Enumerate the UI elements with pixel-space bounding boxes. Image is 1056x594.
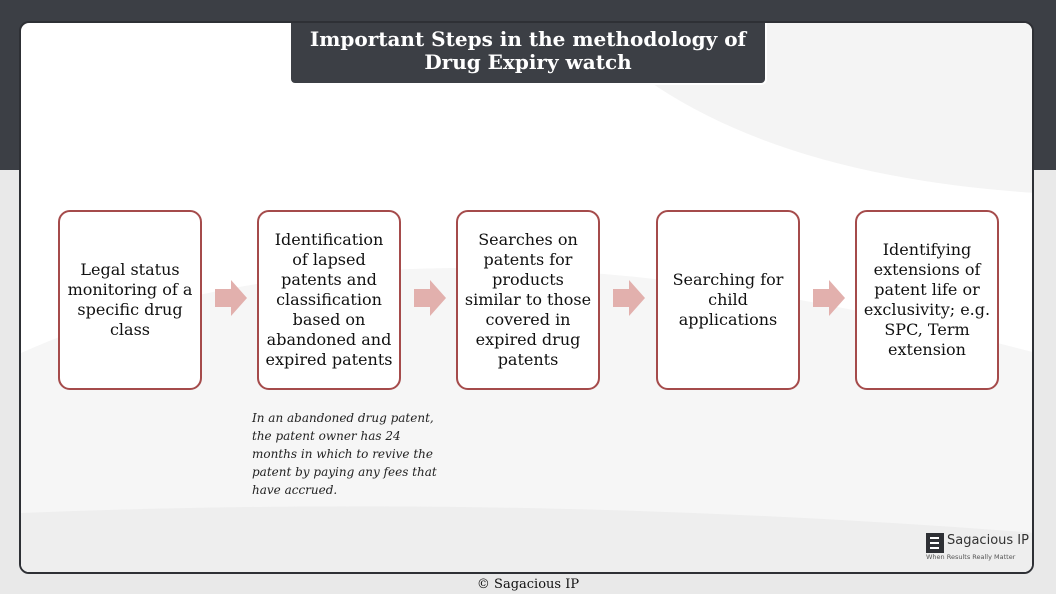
step-1-text: Legal status monitoring of a specific dr… [67,260,193,339]
logo-tagline: When Results Really Matter [926,553,1016,561]
step-4-text: Searching for child applications [672,270,784,329]
step-5-text: Identifying extensions of patent life or… [863,240,991,359]
logo-name: Sagacious IP [947,533,1029,548]
title-line-2: Drug Expiry watch [424,50,632,74]
title-line-1: Important Steps in the methodology of [309,27,747,51]
sagacious-logo-icon [926,533,944,553]
step-box-4: Searching for child applications [656,210,800,390]
copyright-notice: © Sagacious IP [476,577,580,592]
arrow-right-icon [215,280,247,316]
step-box-1: Legal status monitoring of a specific dr… [58,210,202,390]
step-box-5: Identifying extensions of patent life or… [855,210,999,390]
step-box-2: Identification of lapsed patents and cla… [257,210,401,390]
abandoned-patent-note: In an abandoned drug patent, the patent … [252,411,437,497]
slide-card: Important Steps in the methodology of Dr… [19,21,1034,574]
arrow-right-icon [813,280,845,316]
step-box-3: Searches on patents for products similar… [456,210,600,390]
slide-title: Important Steps in the methodology of Dr… [289,23,767,85]
step-3-text: Searches on patents for products similar… [464,230,592,369]
company-logo: Sagacious IP When Results Really Matter [926,531,1032,567]
step-2-text: Identification of lapsed patents and cla… [265,230,393,369]
arrow-right-icon [414,280,446,316]
arrow-right-icon [613,280,645,316]
